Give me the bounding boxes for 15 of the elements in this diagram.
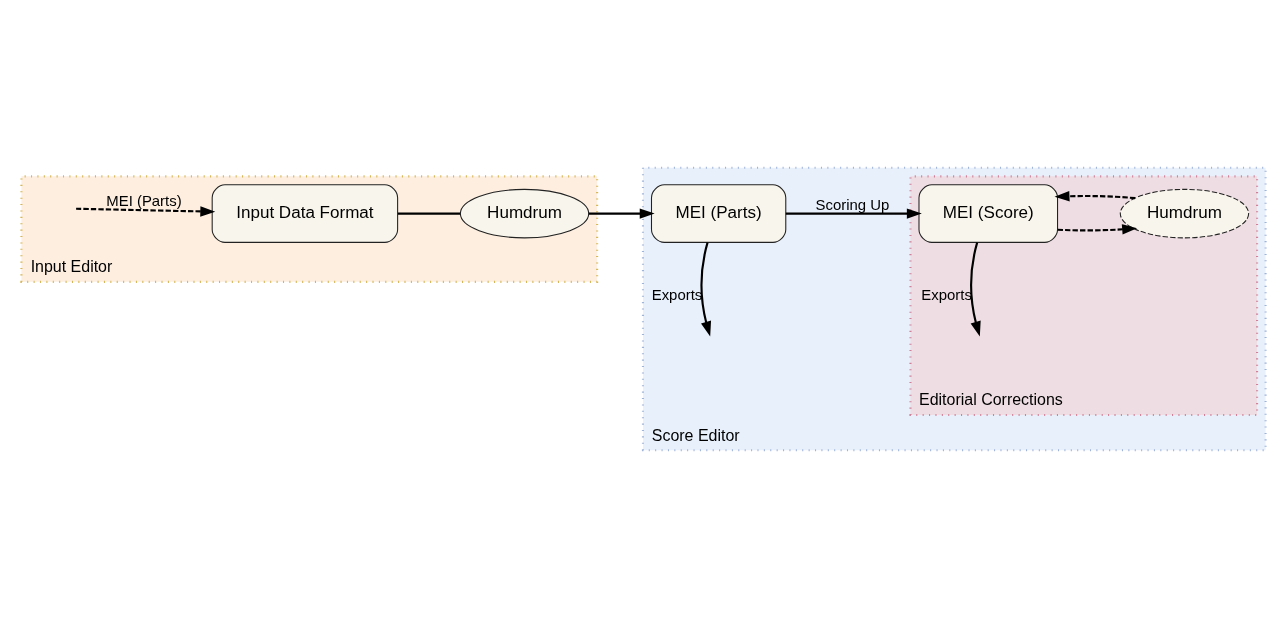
edge-label: Scoring Up	[815, 195, 890, 213]
node-box: MEI (Score)	[918, 184, 1059, 243]
arrow	[785, 208, 922, 219]
node-box: MEI (Parts)	[650, 184, 787, 243]
arrow	[700, 242, 712, 337]
edge-label: MEI (Parts)	[106, 192, 182, 210]
node-ellipse: Humdrum	[459, 188, 590, 239]
edge-label: Exports	[921, 286, 972, 304]
node-box: Input Data Format	[211, 184, 399, 243]
arrow	[76, 206, 216, 217]
arrow	[1057, 224, 1138, 235]
arrow	[970, 242, 981, 337]
arrow	[588, 208, 655, 219]
arrow	[1054, 191, 1136, 202]
connector	[397, 212, 461, 215]
